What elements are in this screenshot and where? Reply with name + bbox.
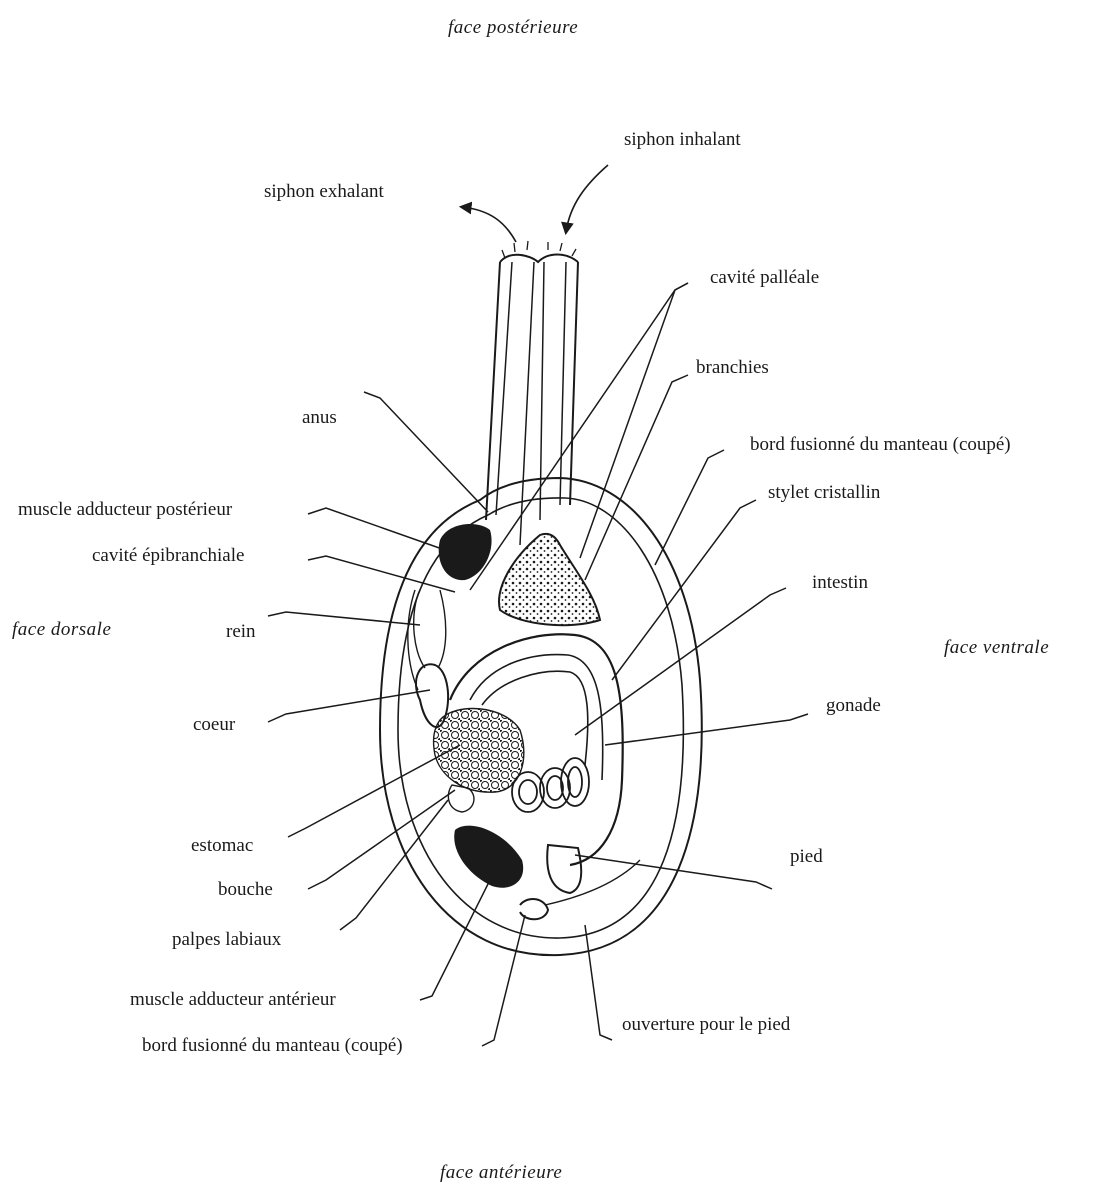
label-gonade: gonade [826, 696, 881, 715]
foot [547, 845, 581, 893]
label-stylet-cristallin: stylet cristallin [768, 483, 880, 502]
label-face-posterieure: face postérieure [448, 18, 578, 37]
label-pied: pied [790, 847, 823, 866]
stomach-mass [434, 709, 524, 793]
label-cavite-palleale: cavité palléale [710, 268, 819, 287]
label-siphon-exhalant: siphon exhalant [264, 182, 384, 201]
label-siphon-inhalant: siphon inhalant [624, 130, 741, 149]
label-muscle-adducteur-posterieur: muscle adducteur postérieur [18, 500, 232, 519]
label-face-ventrale: face ventrale [944, 638, 1049, 657]
label-muscle-adducteur-anterieur: muscle adducteur antérieur [130, 990, 336, 1009]
posterior-adductor-muscle [439, 524, 492, 580]
label-bouche: bouche [218, 880, 273, 899]
label-face-anterieure: face antérieure [440, 1163, 562, 1182]
anterior-adductor-muscle [454, 826, 523, 888]
label-ouverture-pied: ouverture pour le pied [622, 1015, 790, 1034]
label-coeur: coeur [193, 715, 235, 734]
label-bord-fusionne-haut: bord fusionné du manteau (coupé) [750, 435, 1011, 454]
label-anus: anus [302, 408, 337, 427]
label-cavite-epibranchiale: cavité épibranchiale [92, 546, 244, 565]
intestine-coils [512, 758, 589, 812]
label-rein: rein [226, 622, 256, 641]
label-palpes-labiaux: palpes labiaux [172, 930, 281, 949]
label-intestin: intestin [812, 573, 868, 592]
label-face-dorsale: face dorsale [12, 620, 111, 639]
label-estomac: estomac [191, 836, 253, 855]
label-bord-fusionne-bas: bord fusionné du manteau (coupé) [142, 1036, 403, 1055]
leader-lines [268, 283, 808, 1046]
label-branchies: branchies [696, 358, 769, 377]
